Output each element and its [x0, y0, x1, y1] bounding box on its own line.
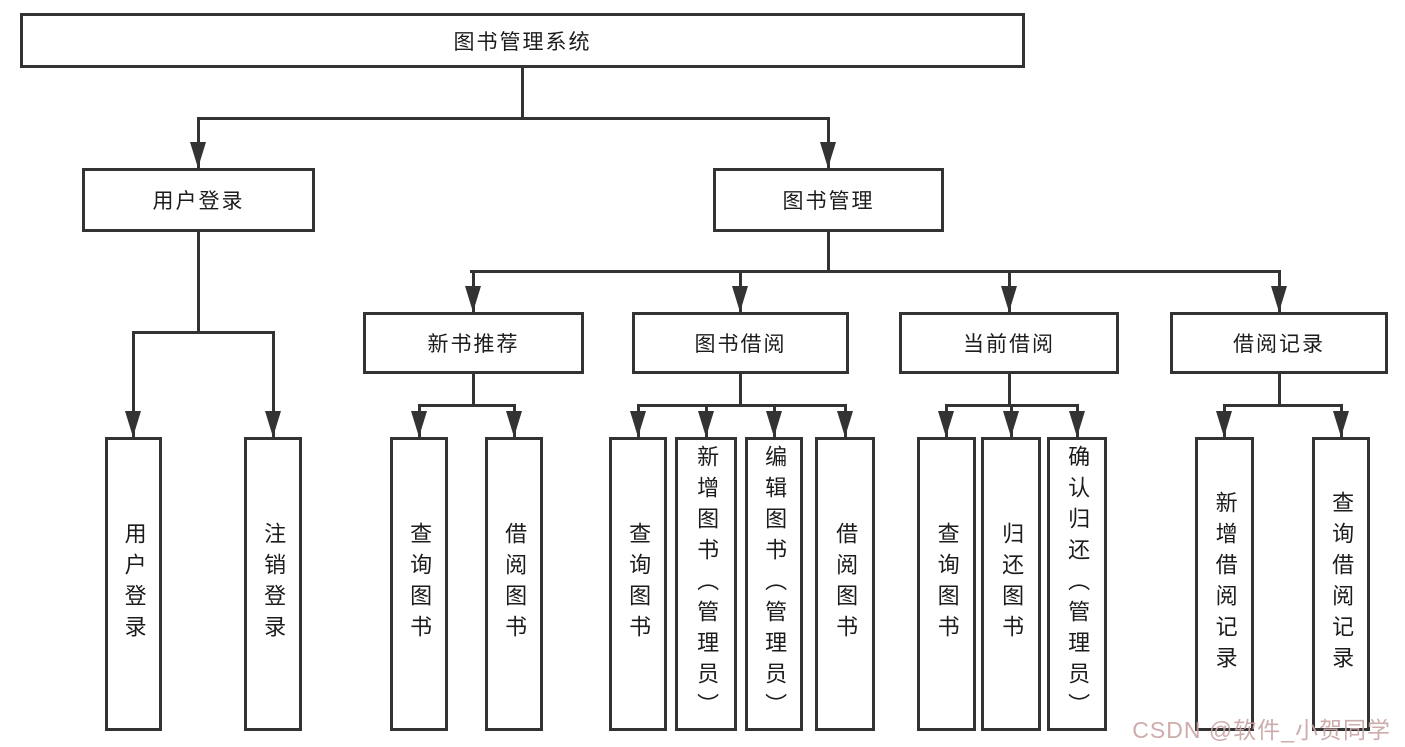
leaf-edit-books-admin-label: 编辑图书（管理员）: [762, 444, 788, 724]
leaf-borrow-books-recommend-label: 借阅图书: [502, 522, 528, 646]
leaf-logout: 注销登录: [244, 437, 302, 731]
connector-hline: [1223, 404, 1342, 407]
arrow-down-icon: [1333, 411, 1349, 437]
leaf-query-books-current-label: 查询图书: [934, 522, 960, 646]
node-current-borrowing: 当前借阅: [899, 312, 1119, 374]
watermark: CSDN @软件_小贺同学: [1132, 717, 1391, 743]
arrow-down-icon: [506, 411, 522, 437]
connector-hline: [197, 117, 830, 120]
arrow-down-icon: [766, 411, 782, 437]
leaf-query-books-borrowing-label: 查询图书: [626, 522, 652, 646]
connector-hline: [470, 270, 1280, 273]
leaf-add-books-admin: 新增图书（管理员）: [675, 437, 737, 731]
leaf-borrow-books-recommend: 借阅图书: [485, 437, 543, 731]
node-book-borrowing-label: 图书借阅: [694, 333, 787, 356]
node-user-login: 用户登录: [82, 168, 315, 232]
leaf-return-books-label: 归还图书: [999, 522, 1025, 646]
arrow-down-icon: [1001, 286, 1017, 312]
arrow-down-icon: [837, 411, 853, 437]
node-library-system-label: 图书管理系统: [453, 30, 592, 54]
leaf-query-books-recommend: 查询图书: [390, 437, 448, 731]
connector-vline: [827, 230, 830, 273]
leaf-edit-books-admin: 编辑图书（管理员）: [745, 437, 803, 731]
leaf-query-books-current: 查询图书: [917, 437, 976, 731]
connector-hline: [637, 404, 846, 407]
node-new-book-recommendation: 新书推荐: [363, 312, 584, 374]
connector-vline: [197, 230, 200, 333]
node-borrowing-records: 借阅记录: [1170, 312, 1388, 374]
node-borrowing-records-label: 借阅记录: [1233, 333, 1325, 356]
node-new-book-recommendation-label: 新书推荐: [427, 333, 520, 356]
arrow-down-icon: [698, 411, 714, 437]
arrow-down-icon: [630, 411, 646, 437]
leaf-user-login-label: 用户登录: [121, 522, 147, 646]
connector-hline: [418, 404, 515, 407]
node-library-system: 图书管理系统: [20, 13, 1025, 68]
connector-vline: [1278, 372, 1281, 407]
node-book-management-label: 图书管理: [782, 190, 875, 213]
leaf-query-borrow-record-label: 查询借阅记录: [1329, 491, 1355, 677]
leaf-logout-label: 注销登录: [261, 522, 287, 646]
arrow-down-icon: [465, 286, 481, 312]
leaf-add-borrow-record-label: 新增借阅记录: [1212, 491, 1238, 677]
leaf-return-books: 归还图书: [981, 437, 1041, 731]
connector-vline: [739, 372, 742, 407]
leaf-add-books-admin-label: 新增图书（管理员）: [694, 444, 720, 724]
leaf-query-books-recommend-label: 查询图书: [407, 522, 433, 646]
leaf-user-login: 用户登录: [105, 437, 162, 731]
leaf-confirm-return-admin: 确认归还（管理员）: [1047, 437, 1107, 731]
arrow-down-icon: [820, 142, 836, 168]
leaf-confirm-return-admin-label: 确认归还（管理员）: [1065, 444, 1091, 724]
connector-vline: [472, 372, 475, 407]
leaf-borrow-books-borrowing-label: 借阅图书: [833, 522, 859, 646]
arrow-down-icon: [1271, 286, 1287, 312]
arrow-down-icon: [1003, 411, 1019, 437]
arrow-down-icon: [125, 411, 141, 437]
arrow-down-icon: [938, 411, 954, 437]
node-book-management: 图书管理: [713, 168, 944, 232]
arrow-down-icon: [732, 286, 748, 312]
arrow-down-icon: [190, 142, 206, 168]
leaf-query-borrow-record: 查询借阅记录: [1312, 437, 1370, 731]
connector-vline: [272, 331, 275, 437]
leaf-add-borrow-record: 新增借阅记录: [1195, 437, 1254, 731]
arrow-down-icon: [265, 411, 281, 437]
arrow-down-icon: [1069, 411, 1085, 437]
connector-vline: [1008, 372, 1011, 407]
connector-hline: [132, 331, 275, 334]
leaf-borrow-books-borrowing: 借阅图书: [815, 437, 875, 731]
node-book-borrowing: 图书借阅: [632, 312, 849, 374]
arrow-down-icon: [1216, 411, 1232, 437]
node-current-borrowing-label: 当前借阅: [963, 333, 1055, 356]
arrow-down-icon: [411, 411, 427, 437]
node-user-login-label: 用户登录: [152, 190, 245, 213]
connector-vline: [132, 331, 135, 437]
leaf-query-books-borrowing: 查询图书: [609, 437, 667, 731]
connector-vline: [521, 66, 524, 118]
